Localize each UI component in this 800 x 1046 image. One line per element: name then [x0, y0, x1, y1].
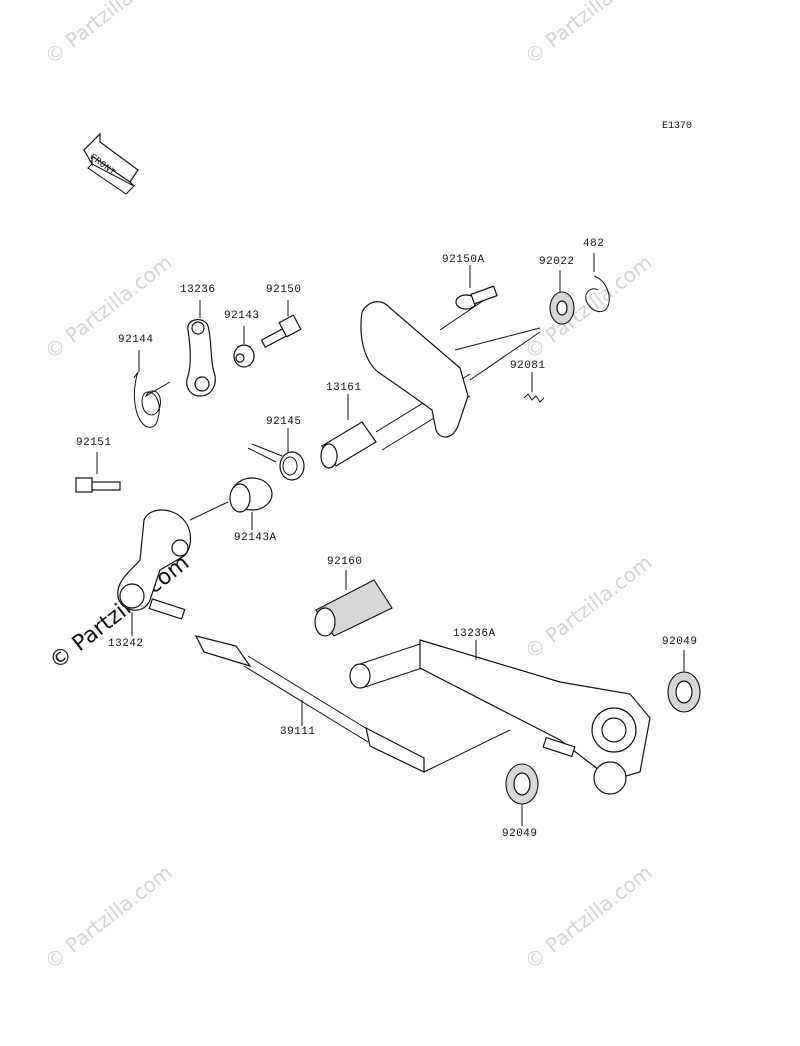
part-label-92150[interactable]: 92150 — [266, 284, 302, 296]
part-label-92145[interactable]: 92145 — [266, 416, 302, 428]
part-13161-shaft — [320, 373, 471, 469]
part-shift-plate — [360, 285, 541, 438]
diagram-code: E1370 — [662, 121, 693, 132]
part-label-482[interactable]: 482 — [583, 238, 605, 250]
front-arrow-icon — [83, 132, 139, 195]
part-label-92081[interactable]: 92081 — [510, 360, 546, 372]
part-39111-rod — [194, 635, 511, 773]
part-label-92151[interactable]: 92151 — [76, 437, 112, 449]
part-label-13242[interactable]: 13242 — [108, 638, 144, 650]
part-92151-bolt — [75, 477, 121, 493]
part-92022-washer — [549, 291, 575, 325]
part-label-92144[interactable]: 92144 — [118, 334, 154, 346]
part-92049-washer-bottom — [505, 763, 539, 805]
part-92160-rubber — [314, 579, 393, 637]
part-92145-spring — [247, 443, 305, 481]
part-label-92049-bottom[interactable]: 92049 — [502, 828, 538, 840]
part-label-92143A[interactable]: 92143A — [234, 532, 277, 544]
part-label-13236[interactable]: 13236 — [180, 284, 216, 296]
part-92049-washer-top — [667, 671, 701, 713]
part-92143-collar — [233, 344, 255, 368]
part-label-92022[interactable]: 92022 — [539, 256, 575, 268]
part-13236A-pedal — [349, 639, 651, 795]
leader-lines — [96, 253, 685, 826]
part-13242-lever — [117, 509, 192, 620]
part-92150-bolt — [260, 314, 302, 348]
part-92144-spring — [133, 371, 171, 428]
part-label-92049-top[interactable]: 92049 — [662, 636, 698, 648]
part-label-92160[interactable]: 92160 — [327, 556, 363, 568]
part-label-92150A[interactable]: 92150A — [442, 254, 485, 266]
part-482-clip — [585, 275, 610, 313]
part-label-39111[interactable]: 39111 — [280, 726, 316, 738]
part-92081-spring — [523, 393, 545, 403]
part-92143A-collar — [189, 477, 273, 521]
part-label-92143[interactable]: 92143 — [224, 310, 260, 322]
part-label-13161[interactable]: 13161 — [326, 382, 362, 394]
part-label-13236A[interactable]: 13236A — [453, 628, 496, 640]
part-13236-arm — [186, 319, 216, 397]
